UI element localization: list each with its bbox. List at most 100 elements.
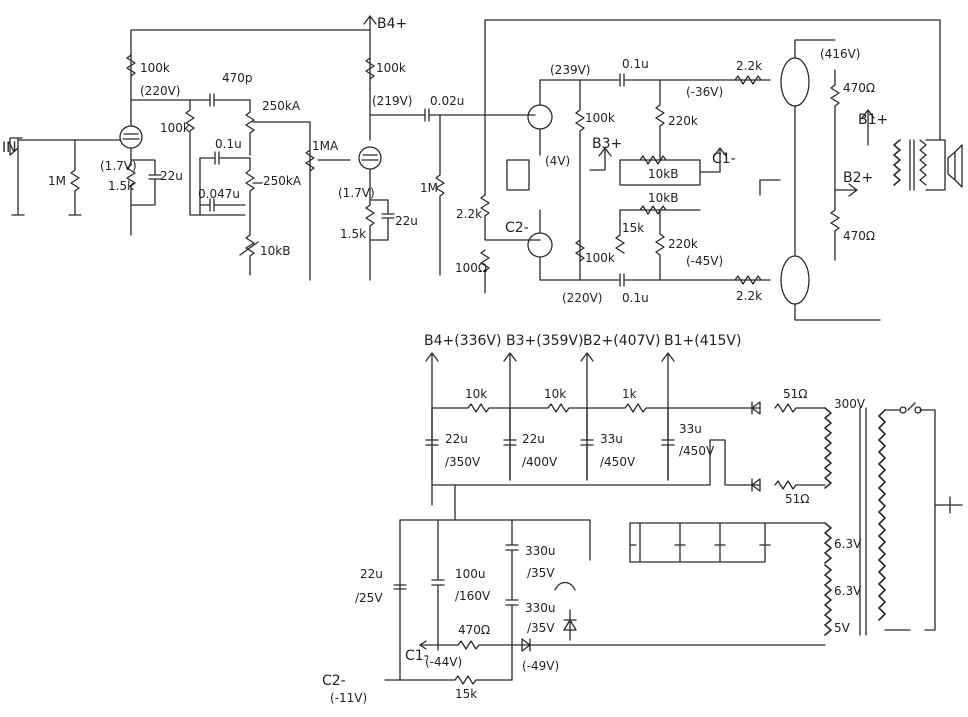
- psu-r2-label: 10k: [544, 387, 566, 401]
- pi-cathode-voltage-label: (4V): [545, 154, 570, 168]
- psu-c1-rating-label: /350V: [445, 455, 481, 469]
- stage2-volume-pot-label: 1MA: [312, 139, 339, 153]
- tone-treble-cap-label: 470p: [222, 71, 253, 85]
- bias-grid-stopper-top-label: 2.2k: [736, 59, 762, 73]
- secondary-winding-icon: [824, 522, 832, 636]
- power-supply: B4+(336V) B3+(359V) B2+(407V) B1+(415V) …: [424, 333, 866, 521]
- output-stage: 0.1u 0.1u 220k 220k (-36V) (-45V) 10kB 1…: [484, 19, 963, 321]
- stage1-cathode-voltage-label: (1.7V): [100, 159, 137, 173]
- output-transformer-icon: [893, 139, 901, 186]
- tone-treble-pot-label: 250kA: [262, 99, 301, 113]
- psu-b1-label: B1+(415V): [664, 333, 741, 349]
- pi-plate-voltage-bottom-label: (220V): [562, 291, 602, 305]
- hv-winding-icon: [824, 407, 832, 489]
- psu-r3-label: 1k: [622, 387, 637, 401]
- pi-cathode-box-icon: [506, 159, 530, 191]
- psu-c2-value-label: 22u: [522, 432, 545, 446]
- tube-v2-icon: [358, 146, 382, 170]
- tone-bass-pot-label: 250kA: [263, 174, 302, 188]
- psu-hv-resistor-top-label: 51Ω: [783, 387, 807, 401]
- pi-coupling-cap-label: 0.02u: [430, 94, 464, 108]
- tone-slope-resistor-label: 100k: [160, 121, 190, 135]
- bias-coupling-cap-top-label: 0.1u: [622, 57, 649, 71]
- stage1-cathode-resistor-label: 1.5k: [108, 179, 134, 193]
- tone-bass-cap-label: 0.047u: [198, 187, 240, 201]
- bias-c4-rating-label: /35V: [527, 621, 555, 635]
- output-b2-label: B2+: [843, 170, 873, 186]
- psu-c2-rating-label: /400V: [522, 455, 558, 469]
- bias-grid-resistor-bottom-label: 220k: [668, 237, 698, 251]
- primary-winding-icon: [878, 409, 886, 621]
- bias-resistor-label: 15k: [622, 221, 644, 235]
- transformer-tap2-label: 6.3V: [834, 584, 862, 598]
- power-tube-top-icon: [780, 57, 810, 107]
- transformer-tap3-label: 5V: [834, 621, 851, 635]
- bias-c2-out-label: C2-: [322, 673, 346, 689]
- stage2-bypass-cap-label: 22u: [395, 214, 418, 228]
- stage1-plate-resistor-label: 100k: [140, 61, 170, 75]
- tube-pi-bottom-icon: [527, 232, 553, 258]
- stage1-plate-voltage-label: (220V): [140, 84, 180, 98]
- bias-c1-voltage-label: (-44V): [425, 655, 462, 669]
- phase-inverter: 0.02u 1M (4V) 2.2k 100Ω C2- 100k 100k (2…: [369, 63, 622, 305]
- bias-c1-label: C1-: [712, 151, 736, 167]
- psu-c4-value-label: 33u: [679, 422, 702, 436]
- stage2-plate-resistor-label: 100k: [376, 61, 406, 75]
- psu-c4-rating-label: /450V: [679, 444, 715, 458]
- pi-bias-label: C2-: [505, 220, 529, 236]
- pi-grid-resistor-label: 1M: [420, 181, 438, 195]
- stage2: 1MA B4+ 100k (219V) (1.7V) 1.5k 22u: [305, 15, 418, 281]
- pi-plate-resistor-top-label: 100k: [585, 111, 615, 125]
- stage1-bypass-cap-label: 22u: [160, 169, 183, 183]
- pi-supply-label: B3+: [592, 136, 622, 152]
- psu-b4-label: B4+(336V): [424, 333, 501, 349]
- psu-c3-value-label: 33u: [600, 432, 623, 446]
- power-switch-icon: [899, 406, 907, 414]
- tone-mid-cap-label: 0.1u: [215, 137, 242, 151]
- bias-c3-value-label: 330u: [525, 544, 556, 558]
- stage1-grid-resistor-label: 1M: [48, 174, 66, 188]
- bias-pot-top-label: 10kB: [648, 167, 678, 181]
- bias-grid-stopper-bottom-label: 2.2k: [736, 289, 762, 303]
- input-stage: IN 1M 100k (220V) (1.7V) 1.5k 22u: [2, 29, 371, 236]
- pi-plate-voltage-top-label: (239V): [550, 63, 590, 77]
- output-screen-resistor-top-label: 470Ω: [843, 81, 875, 95]
- bias-c3-rating-label: /35V: [527, 566, 555, 580]
- speaker-icon: [947, 144, 963, 188]
- bias-c1-rating-label: /25V: [355, 591, 383, 605]
- power-transformer: 6.3V 6.3V 5V: [824, 402, 963, 636]
- bias-c2-value-label: 100u: [455, 567, 486, 581]
- power-tube-bottom-icon: [780, 255, 810, 305]
- bias-c2-voltage-label: (-11V): [330, 691, 367, 705]
- input-label: IN: [2, 140, 17, 156]
- psu-c1-value-label: 22u: [445, 432, 468, 446]
- bias-coupling-cap-bottom-label: 0.1u: [622, 291, 649, 305]
- bias-c1-value-label: 22u: [360, 567, 383, 581]
- bias-c2-rating-label: /160V: [455, 589, 491, 603]
- psu-b2-label: B2+(407V): [583, 333, 660, 349]
- psu-hv-resistor-bottom-label: 51Ω: [785, 492, 809, 506]
- bias-grid-resistor-top-label: 220k: [668, 114, 698, 128]
- output-b1-label: B1+: [858, 112, 888, 128]
- bias-grid-voltage-bottom-label: (-45V): [686, 254, 723, 268]
- pi-tail-resistor-2-label: 100Ω: [455, 261, 487, 275]
- output-screen-resistor-bottom-label: 470Ω: [843, 229, 875, 243]
- pi-plate-resistor-bottom-label: 100k: [585, 251, 615, 265]
- tone-stack: 470p 100k 250kA 0.1u 0.047u 250kA 10kB: [130, 71, 311, 281]
- tube-v1-icon: [119, 125, 143, 149]
- psu-b3-label: B3+(359V): [506, 333, 583, 349]
- bias-resistor-label: 470Ω: [458, 623, 490, 637]
- bias-diode-voltage-label: (-49V): [522, 659, 559, 673]
- output-plate-voltage-label: (416V): [820, 47, 860, 61]
- bias-series-resistor-label: 15k: [455, 687, 477, 701]
- psu-hv-winding-label: 300V: [834, 397, 866, 411]
- stage2-cathode-resistor-label: 1.5k: [340, 227, 366, 241]
- bias-pot-bottom-label: 10kB: [648, 191, 678, 205]
- bias-c4-value-label: 330u: [525, 601, 556, 615]
- tone-mid-pot-label: 10kB: [260, 244, 290, 258]
- psu-r1-label: 10k: [465, 387, 487, 401]
- stage2-cathode-voltage-label: (1.7V): [338, 186, 375, 200]
- psu-c3-rating-label: /450V: [600, 455, 636, 469]
- stage2-supply-label: B4+: [377, 16, 407, 32]
